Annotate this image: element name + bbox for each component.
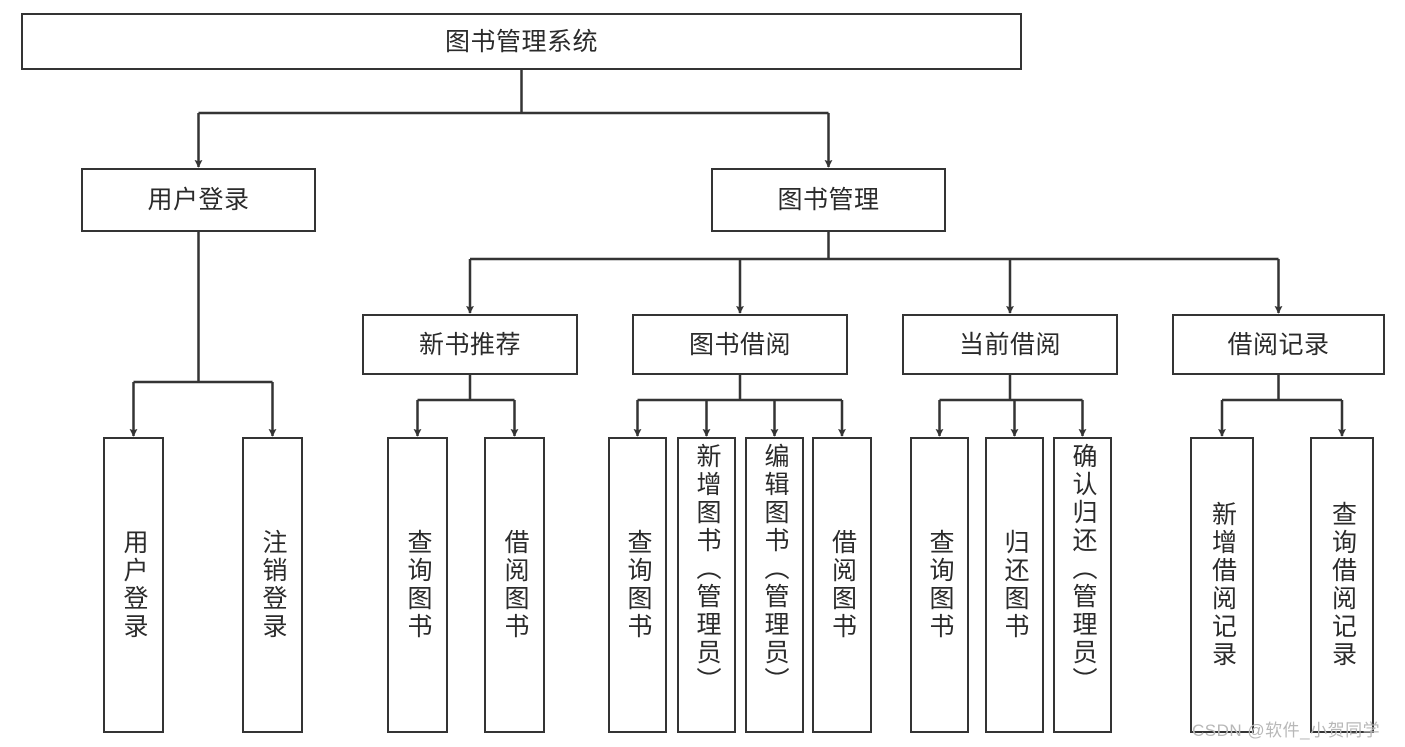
node-leaf-query-book-3[interactable]: 查询图书 bbox=[910, 437, 969, 733]
node-leaf-return-book[interactable]: 归还图书 bbox=[985, 437, 1044, 733]
node-leaf-borrow-book-1[interactable]: 借阅图书 bbox=[484, 437, 545, 733]
node-current-borrow[interactable]: 当前借阅 bbox=[902, 314, 1118, 375]
node-label-leaf-user-logout: 注销登录 bbox=[259, 529, 287, 641]
node-leaf-user-login[interactable]: 用户登录 bbox=[103, 437, 164, 733]
node-leaf-query-book-2[interactable]: 查询图书 bbox=[608, 437, 667, 733]
watermark-label: CSDN @软件_小贺同学 bbox=[1192, 721, 1381, 740]
node-leaf-query-record[interactable]: 查询借阅记录 bbox=[1310, 437, 1374, 733]
node-label-user-login: 用户登录 bbox=[147, 186, 250, 214]
node-label-leaf-edit-book: 编辑图书（管理员） bbox=[761, 443, 789, 695]
node-leaf-add-record[interactable]: 新增借阅记录 bbox=[1190, 437, 1254, 733]
node-label-leaf-user-login: 用户登录 bbox=[120, 529, 148, 641]
node-root[interactable]: 图书管理系统 bbox=[21, 13, 1022, 70]
node-label-leaf-add-record: 新增借阅记录 bbox=[1208, 501, 1237, 669]
node-label-leaf-borrow-book-2: 借阅图书 bbox=[828, 529, 857, 641]
edge-group bbox=[129, 70, 1346, 437]
node-label-leaf-borrow-book-1: 借阅图书 bbox=[501, 529, 529, 641]
node-label-leaf-query-book-3: 查询图书 bbox=[926, 529, 954, 641]
node-book-borrow[interactable]: 图书借阅 bbox=[632, 314, 848, 375]
node-new-book-rec[interactable]: 新书推荐 bbox=[362, 314, 578, 375]
node-label-leaf-query-record: 查询借阅记录 bbox=[1328, 501, 1357, 669]
node-leaf-confirm-ret[interactable]: 确认归还（管理员） bbox=[1053, 437, 1112, 733]
node-label-root: 图书管理系统 bbox=[444, 27, 598, 56]
node-label-leaf-confirm-ret: 确认归还（管理员） bbox=[1069, 443, 1097, 695]
node-leaf-borrow-book-2[interactable]: 借阅图书 bbox=[812, 437, 872, 733]
node-label-book-manage: 图书管理 bbox=[777, 186, 880, 214]
node-leaf-query-book-1[interactable]: 查询图书 bbox=[387, 437, 448, 733]
node-leaf-user-logout[interactable]: 注销登录 bbox=[242, 437, 303, 733]
node-leaf-edit-book[interactable]: 编辑图书（管理员） bbox=[745, 437, 804, 733]
node-label-leaf-add-book: 新增图书（管理员） bbox=[693, 443, 721, 695]
node-label-new-book-rec: 新书推荐 bbox=[418, 330, 521, 359]
node-label-current-borrow: 当前借阅 bbox=[958, 330, 1061, 359]
node-label-book-borrow: 图书借阅 bbox=[688, 330, 791, 359]
node-leaf-add-book[interactable]: 新增图书（管理员） bbox=[677, 437, 736, 733]
node-label-borrow-record: 借阅记录 bbox=[1227, 330, 1330, 359]
node-label-leaf-query-book-1: 查询图书 bbox=[404, 529, 432, 641]
node-label-leaf-query-book-2: 查询图书 bbox=[624, 529, 652, 641]
node-book-manage[interactable]: 图书管理 bbox=[711, 168, 946, 232]
node-borrow-record[interactable]: 借阅记录 bbox=[1172, 314, 1385, 375]
node-label-leaf-return-book: 归还图书 bbox=[1001, 529, 1029, 641]
node-user-login[interactable]: 用户登录 bbox=[81, 168, 316, 232]
